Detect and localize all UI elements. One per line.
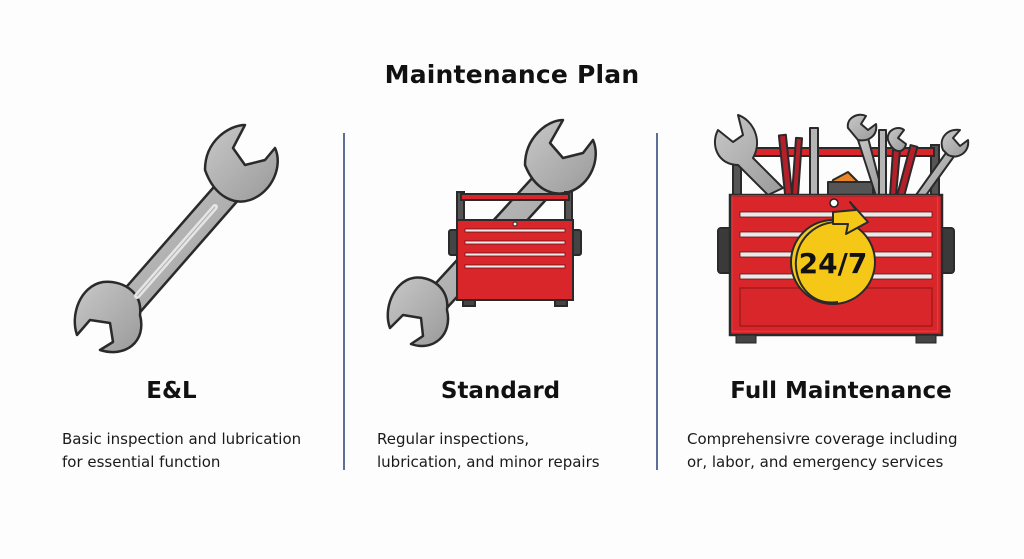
plan-description: Regular inspections, lubrication, and mi… — [377, 430, 600, 471]
full-toolbox-24-7-icon: 24/7 — [713, 113, 970, 344]
wrench-icon — [73, 123, 279, 354]
plan-name: E&L — [146, 378, 197, 404]
plan-description: Basic inspection and lubrication for ess… — [62, 430, 302, 471]
plan-card-standard: Standard Regular inspections, lubricatio… — [345, 0, 656, 559]
plan-name: Standard — [440, 378, 561, 404]
badge-24-7-text: 24/7 — [799, 247, 868, 280]
page-title: Maintenance Plan — [384, 60, 640, 89]
wrench-and-toolbox-icon — [386, 118, 597, 348]
column-divider — [656, 133, 658, 470]
plan-card-el: E&L Basic inspection and lubrication for… — [0, 0, 343, 559]
plan-card-full-maintenance: 24/7 Full Maintenance Comprehensivre cov… — [658, 0, 1024, 559]
plan-description: Comprehensivre coverage including or, la… — [687, 430, 958, 471]
plan-name: Full Maintenance — [730, 378, 952, 404]
column-divider — [343, 133, 345, 470]
